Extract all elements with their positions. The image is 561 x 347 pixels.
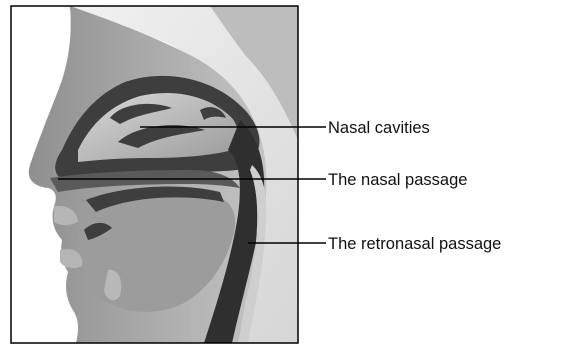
head-illustration [11,6,298,343]
nasal-cavities-label: Nasal cavities [328,119,430,137]
retronasal-passage-label: The retronasal passage [328,235,501,253]
nasal-passage-label: The nasal passage [328,171,467,189]
